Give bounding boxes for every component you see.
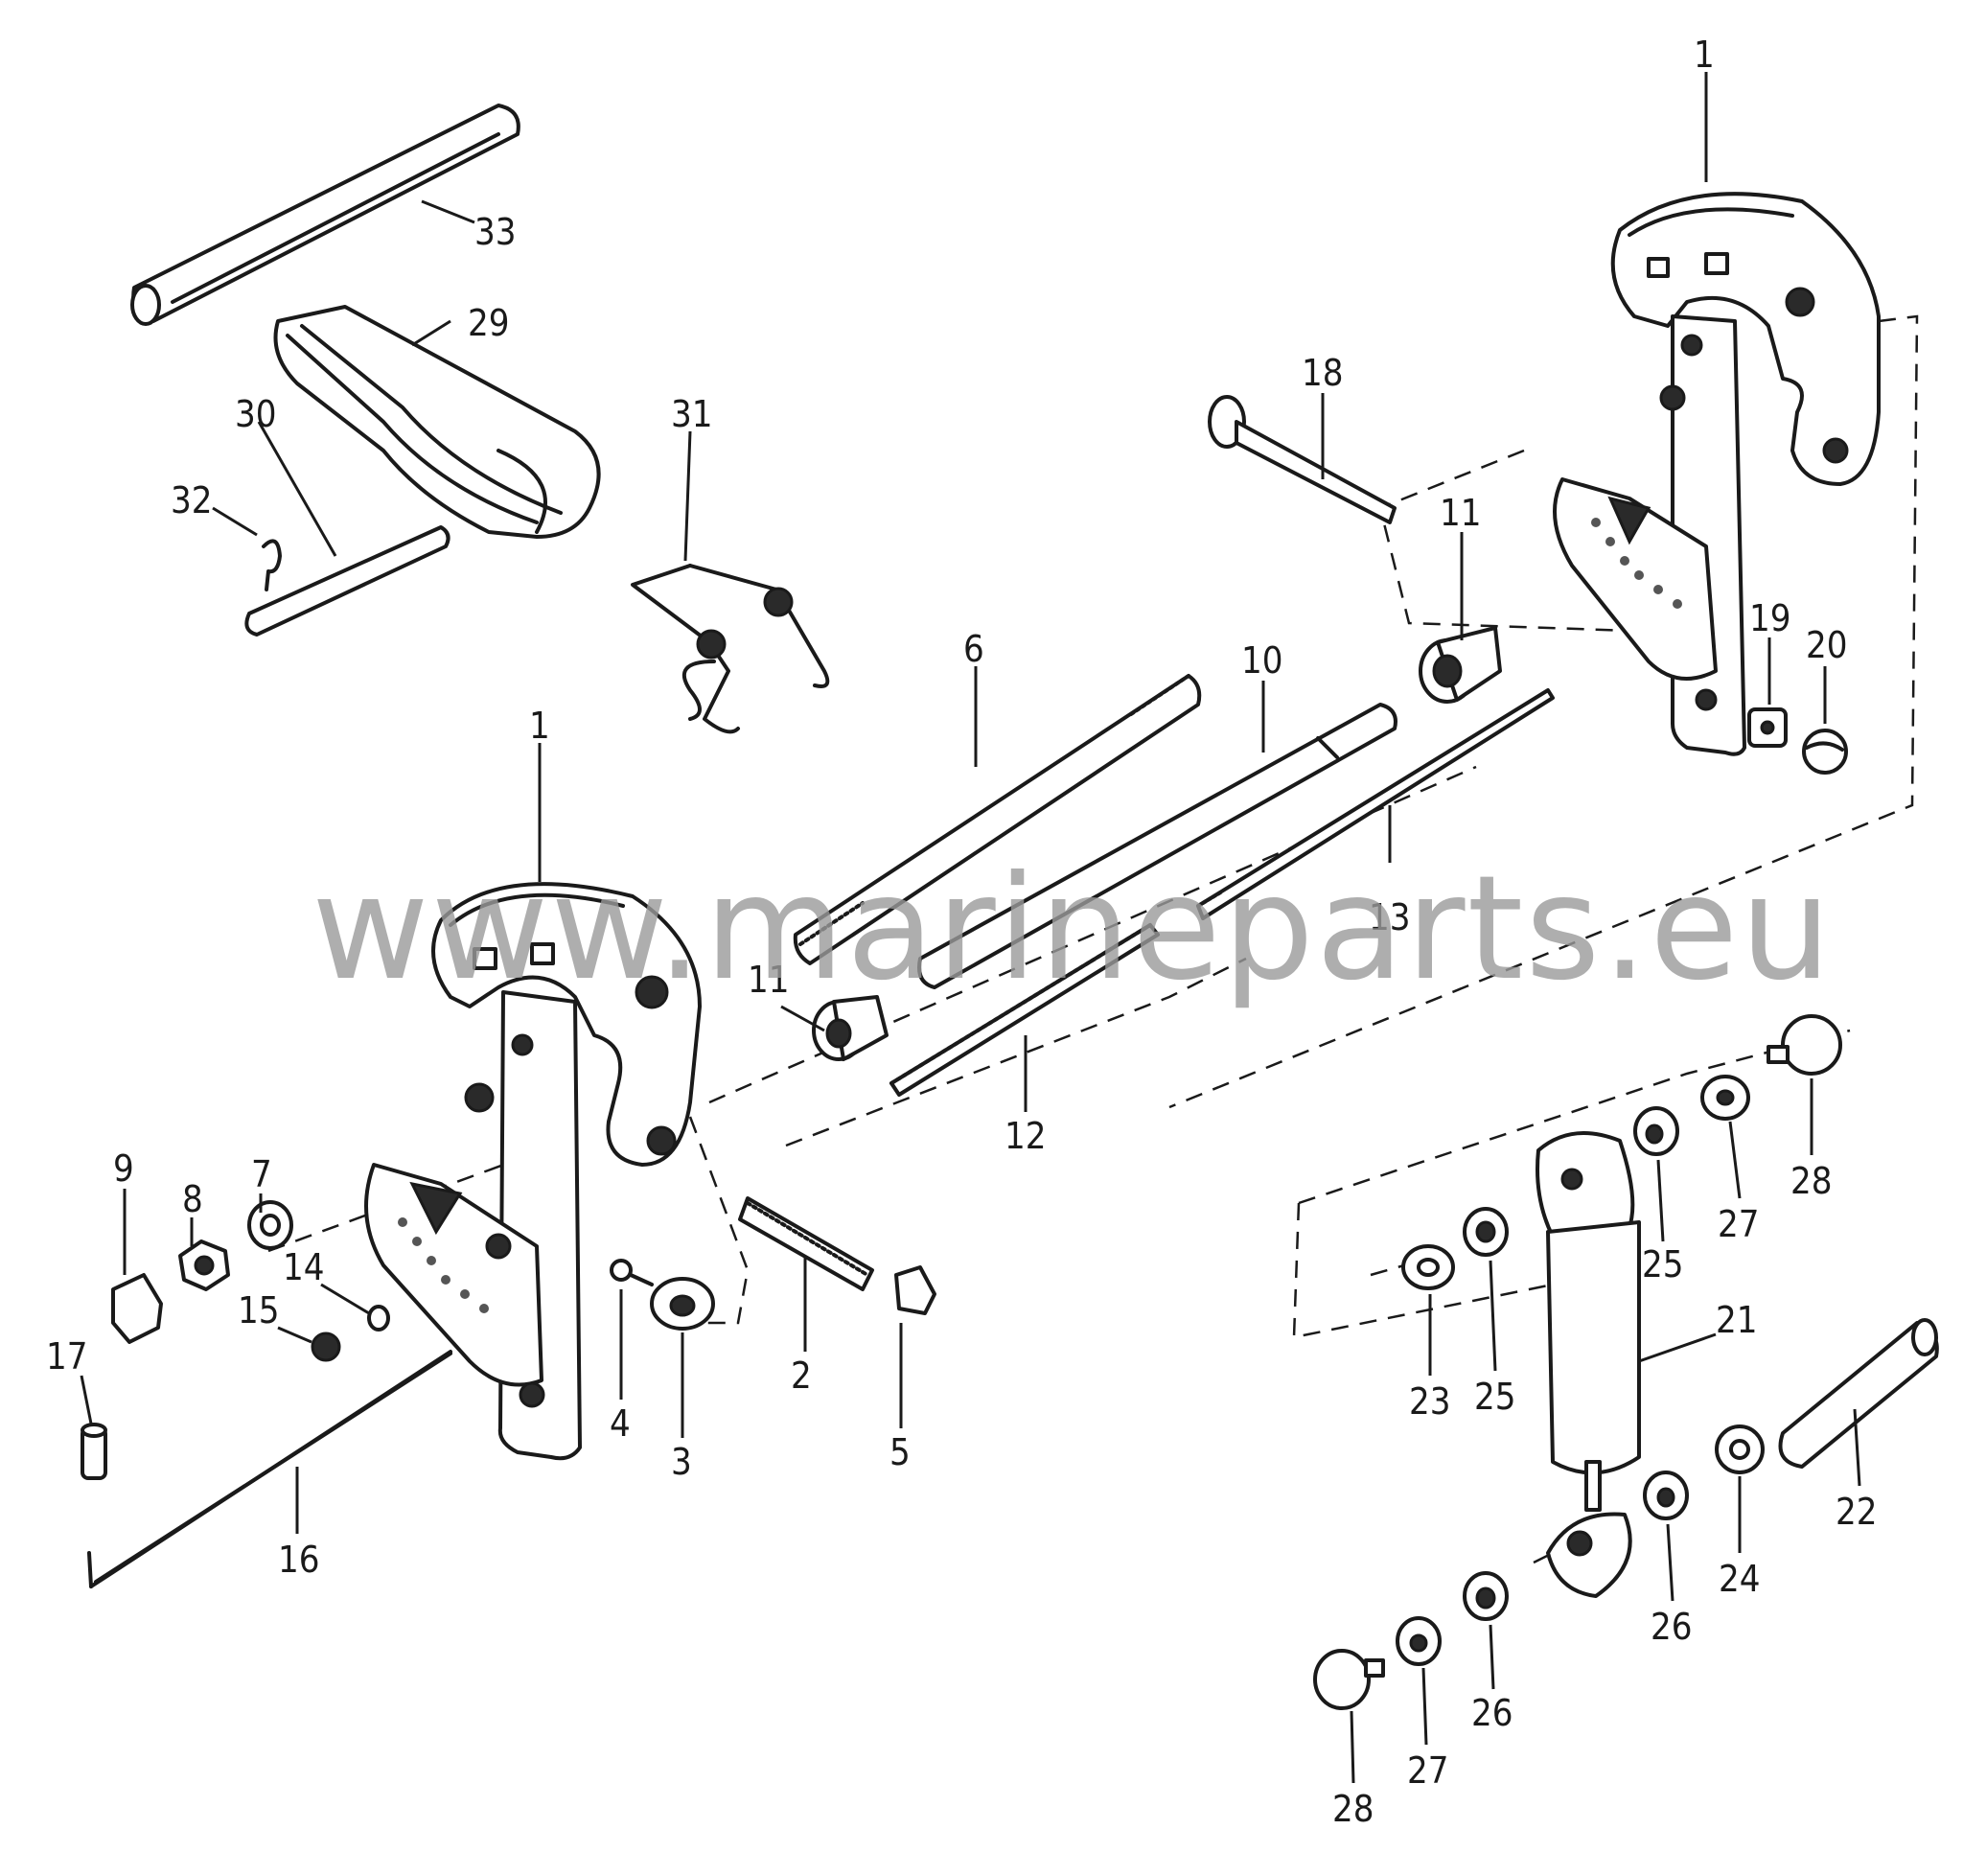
label-6: 6 [963,628,984,670]
part-29-strap [273,305,601,539]
label-5: 5 [889,1431,911,1473]
label-27-upper: 27 [1718,1203,1760,1245]
label-12: 12 [1005,1115,1047,1157]
label-8: 8 [182,1178,203,1220]
label-10: 10 [1241,639,1283,682]
part-18-bolt [1208,395,1397,524]
label-24: 24 [1719,1558,1761,1600]
label-29: 29 [468,302,510,344]
part-8-nut [178,1239,230,1291]
part-25-bushing-right [1633,1106,1679,1156]
label-1-right: 1 [1694,34,1715,76]
callout-labels: 1 1 2 3 4 5 6 7 8 9 10 11 11 12 13 14 15… [46,34,1878,1830]
part-10-tube [917,703,1397,989]
label-26-right: 26 [1651,1606,1693,1648]
label-32: 32 [171,479,213,521]
label-16: 16 [278,1539,320,1581]
label-7: 7 [251,1153,272,1195]
label-4: 4 [610,1402,631,1445]
part-33-tube [130,104,520,326]
label-23: 23 [1409,1380,1451,1423]
part-5-bushing [894,1265,936,1315]
label-15: 15 [238,1289,280,1332]
part-14-washer [367,1305,390,1332]
part-6-threaded-rod [793,674,1202,965]
label-3: 3 [671,1441,692,1483]
label-33: 33 [474,211,517,253]
label-25-right: 25 [1642,1243,1684,1285]
label-19: 19 [1749,597,1791,639]
label-1-left: 1 [529,705,550,747]
part-7-washer [247,1200,293,1250]
label-20: 20 [1806,624,1848,666]
label-17: 17 [46,1335,88,1378]
part-17-bushing [81,1423,107,1480]
part-30-pin [244,525,450,637]
watermark-text: www.marineparts.eu [312,845,1834,1012]
label-27-lower: 27 [1407,1749,1449,1792]
label-13: 13 [1369,896,1411,938]
part-28-bolt-lower [1313,1649,1385,1710]
part-2-spring [738,1196,874,1291]
leader-lines [80,72,1861,1784]
part-26-bushing-right [1643,1471,1689,1520]
label-31: 31 [671,393,713,435]
part-28-bolt-upper [1767,1014,1842,1076]
label-11-upper: 11 [1440,492,1482,534]
part-1-right-clamp-bracket [1553,192,1881,756]
label-2: 2 [791,1355,812,1397]
label-28-lower: 28 [1332,1788,1374,1830]
part-9-cap-nut [111,1273,163,1344]
label-26-left: 26 [1471,1692,1513,1734]
part-20-cap [1802,729,1848,775]
label-21: 21 [1716,1299,1758,1341]
part-13-long-rod [1196,688,1555,920]
part-32-cotter-pin [262,539,282,591]
part-4-screw [610,1259,654,1286]
part-11-bushing-upper [1419,626,1502,704]
part-3-knob [650,1277,715,1331]
label-9: 9 [113,1147,134,1190]
part-31-spring [631,564,830,734]
label-14: 14 [283,1246,325,1288]
part-21-shock-absorber [1536,1131,1641,1598]
label-11-lower: 11 [748,959,790,1001]
label-18: 18 [1302,352,1344,394]
part-1-left-clamp-bracket [364,882,702,1461]
label-30: 30 [235,393,277,435]
part-12-threaded-rod [889,923,1160,1097]
part-27-washer-lower [1396,1616,1442,1666]
part-26-bushing-left [1463,1571,1509,1621]
part-22-sleeve [1778,1318,1939,1469]
part-15-nut [311,1332,341,1362]
label-28-upper: 28 [1790,1160,1833,1202]
part-16-rod [87,1350,452,1588]
part-11-bushing-lower [812,995,889,1061]
part-23-washer [1401,1244,1455,1290]
part-25-bushing-left [1463,1207,1509,1257]
part-24-washer [1715,1424,1765,1474]
label-22: 22 [1836,1491,1878,1533]
part-19-nut [1747,707,1788,748]
label-25-left: 25 [1474,1376,1516,1418]
part-27-washer-upper [1700,1075,1750,1121]
